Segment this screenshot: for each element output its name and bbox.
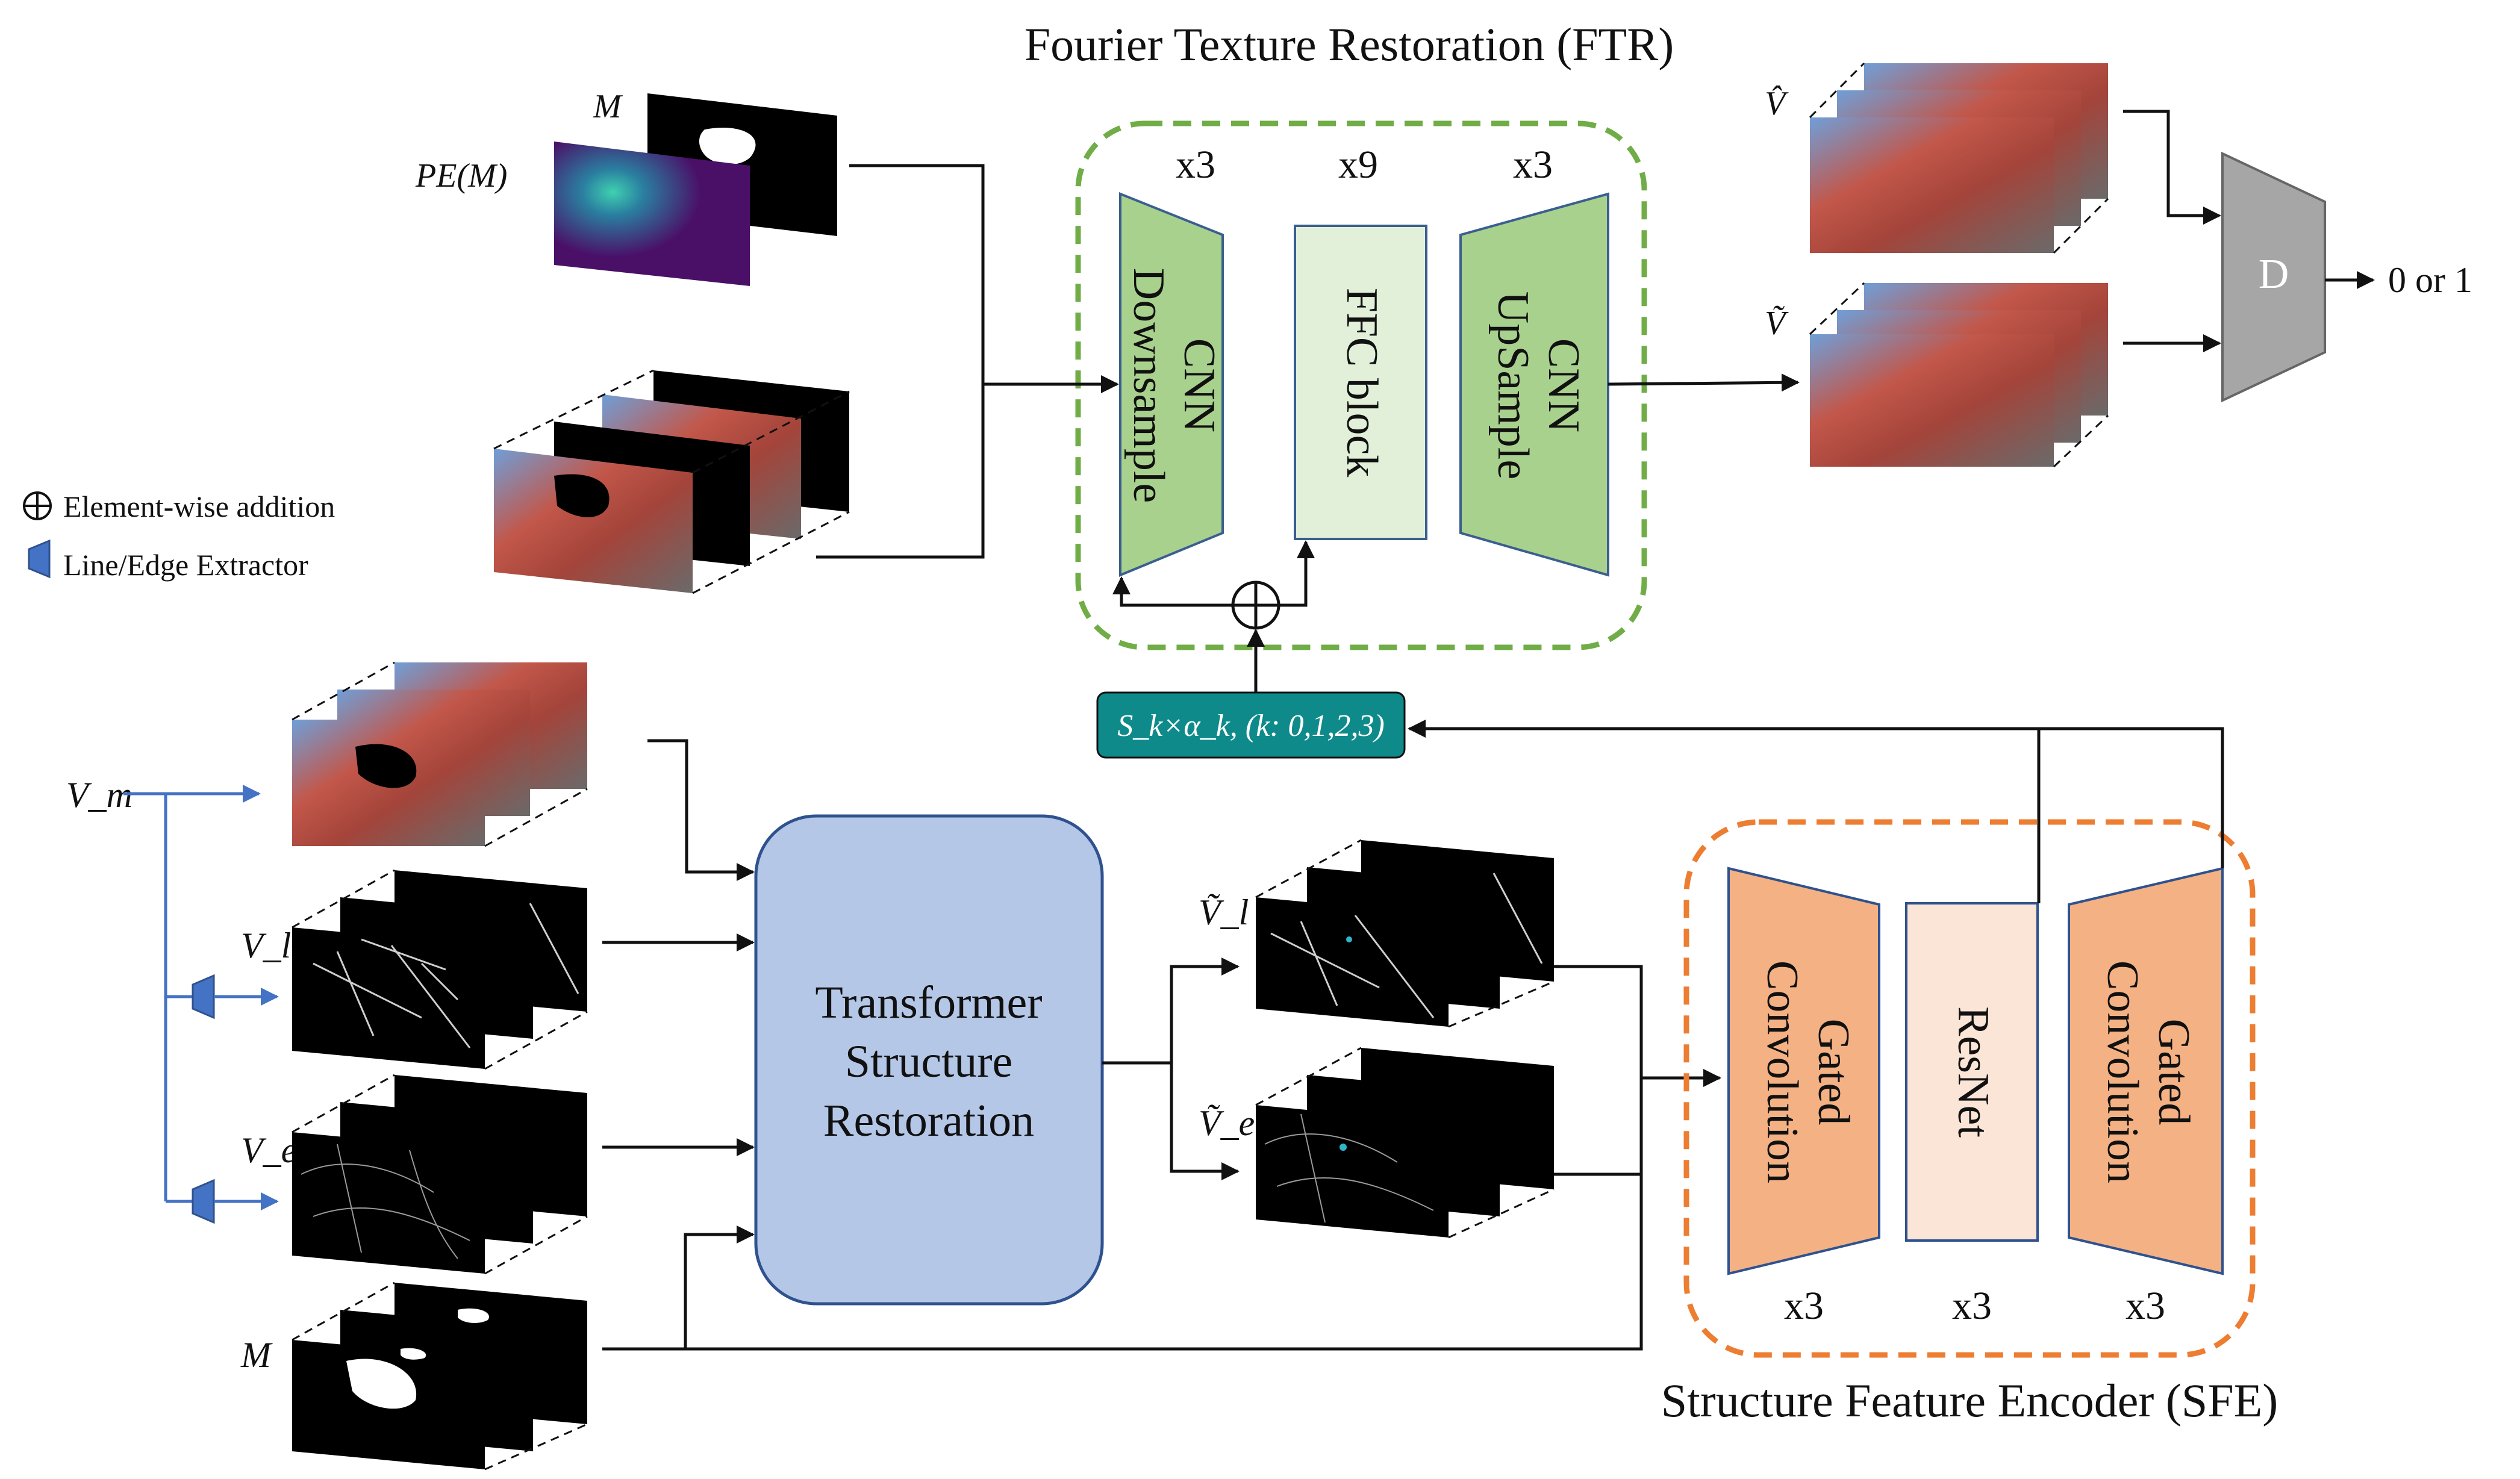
gated-right-repeat: x3 (2125, 1284, 2165, 1328)
cnn-downsample-block (1119, 192, 1224, 577)
gated-left-repeat: x3 (1784, 1284, 1824, 1328)
pe-mask-label: PE(M) (415, 157, 507, 195)
gated-left-line1: Gated (1809, 1019, 1858, 1126)
downsample-line2: Downsample (1124, 268, 1173, 503)
discriminator-block (2221, 151, 2326, 403)
cnn-upsample-block (1459, 192, 1609, 577)
legend: Element-wise addition Line/Edge Extracto… (23, 490, 335, 582)
gated-right-line2: Convolution (2098, 961, 2147, 1183)
scale-factor-box (1096, 691, 1406, 759)
legend-addition-icon (23, 491, 52, 520)
vm-label: V_m (66, 775, 133, 815)
downsample-line1: CNN (1174, 338, 1224, 432)
line-extractor-icon (192, 974, 215, 1020)
upsample-line1: CNN (1539, 338, 1588, 432)
upsample-line2: UpSample (1488, 291, 1538, 479)
discriminator-output: 0 or 1 (2388, 260, 2472, 300)
sfe-title: Structure Feature Encoder (SFE) (1661, 1374, 2278, 1427)
vm-frames (292, 661, 588, 847)
tsr-line3: Restoration (823, 1095, 1034, 1146)
pe-mask-image (554, 142, 750, 286)
tsr-line1: Transformer (815, 977, 1042, 1028)
upsample-repeat: x3 (1513, 143, 1553, 187)
resnet-label: ResNet (1948, 1006, 1998, 1138)
element-wise-addition-icon (1231, 581, 1280, 630)
tsr-line2: Structure (845, 1036, 1013, 1087)
ftr-title: Fourier Texture Restoration (FTR) (1025, 18, 1674, 70)
v-hat-label: V̂ (1765, 85, 1789, 122)
vl-tilde-label: Ṽ_l (1199, 892, 1249, 932)
vl-label: V_l (241, 926, 291, 965)
v-tilde-label: Ṽ (1765, 305, 1789, 342)
vl-tilde-frames (1255, 839, 1555, 1028)
scale-factor-label: S_k×α_k, (k: 0,1,2,3) (1117, 709, 1385, 743)
v-tilde-frames (1809, 282, 2109, 468)
vl-frames (292, 869, 588, 1070)
ve-tilde-frames (1255, 1047, 1555, 1239)
resnet-block (1905, 902, 2039, 1242)
gated-conv-right-block (2068, 867, 2224, 1275)
ffc-label: FFC block (1337, 288, 1386, 478)
mask-bottom-frames (292, 1281, 588, 1471)
discriminator-label: D (2259, 251, 2289, 297)
legend-extractor-label: Line/Edge Extractor (63, 548, 308, 582)
resnet-repeat: x3 (1952, 1284, 1992, 1328)
transformer-structure-restoration-block (754, 814, 1104, 1306)
ffc-block (1294, 225, 1427, 540)
sfe-container (1683, 819, 2256, 1358)
legend-addition-label: Element-wise addition (63, 490, 335, 523)
mask-top-label: M (593, 88, 623, 125)
ve-tilde-label: Ṽ_e (1199, 1103, 1255, 1143)
legend-extractor-icon (28, 539, 51, 579)
ffc-repeat: x9 (1338, 143, 1378, 187)
v-hat-frames (1809, 62, 2109, 254)
mask-bottom-label: M (240, 1335, 273, 1375)
gated-left-line2: Convolution (1757, 961, 1807, 1183)
ve-label: V_e (241, 1130, 297, 1170)
gated-conv-left-block (1727, 867, 1880, 1275)
downsample-repeat: x3 (1176, 143, 1215, 187)
gated-right-line1: Gated (2149, 1019, 2198, 1126)
edge-extractor-icon (192, 1179, 215, 1224)
masked-frames-stack-top (493, 369, 850, 594)
ve-frames (292, 1074, 588, 1275)
